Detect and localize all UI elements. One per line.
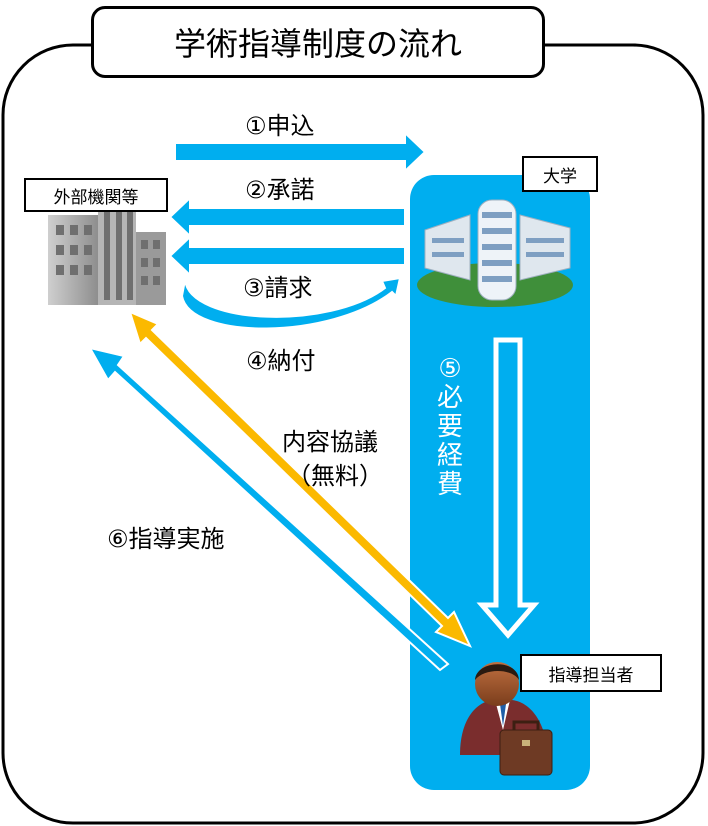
consultation-free-label: （無料） xyxy=(287,462,383,490)
expenses-char: ⑤ xyxy=(438,354,462,384)
expenses-char: 必 xyxy=(436,383,463,414)
office-building-icon xyxy=(48,200,166,305)
university-building-icon xyxy=(417,199,573,307)
arrow-approve xyxy=(168,195,406,239)
external-organization-label: 外部機関等 xyxy=(24,178,168,212)
expenses-char: 要 xyxy=(436,412,463,443)
university-label: 大学 xyxy=(522,156,598,192)
supervisor-label: 指導担当者 xyxy=(520,654,662,692)
arrow-payment xyxy=(180,276,402,330)
arrow-guidance xyxy=(88,346,450,672)
step-apply-label: ①申込 xyxy=(245,112,315,140)
arrow-invoice xyxy=(168,234,406,278)
step-expenses-label: ⑤ 必 要 経 費 xyxy=(432,354,468,501)
step-approve-label: ②承諾 xyxy=(245,176,315,204)
step-guidance-label: ⑥指導実施 xyxy=(107,525,225,553)
expenses-char: 費 xyxy=(436,470,463,501)
businessman-icon xyxy=(460,662,553,776)
arrow-expenses xyxy=(476,337,540,639)
expenses-char: 経 xyxy=(436,441,463,472)
consultation-label: 内容協議 xyxy=(282,428,378,456)
arrow-consultation xyxy=(128,310,473,648)
step-invoice-label: ③請求 xyxy=(243,274,313,302)
step-payment-label: ④納付 xyxy=(246,347,316,375)
page-title: 学術指導制度の流れ xyxy=(91,6,545,78)
arrow-apply xyxy=(174,130,427,174)
